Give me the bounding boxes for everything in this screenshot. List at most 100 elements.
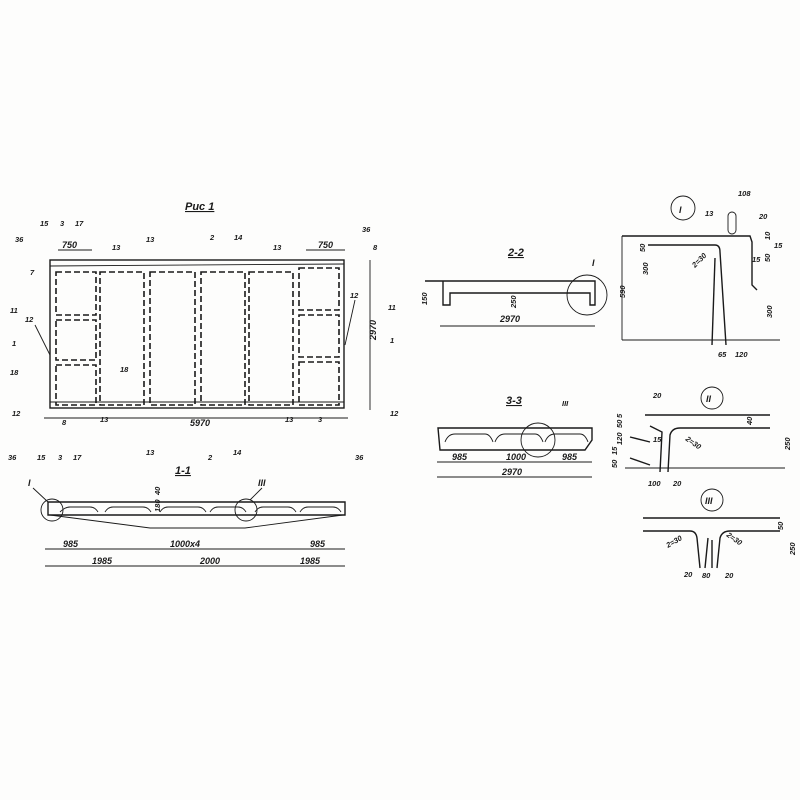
dim: 2=30 bbox=[664, 533, 685, 550]
dim: 1985 bbox=[92, 556, 113, 566]
dim: 20 bbox=[652, 391, 662, 400]
callout: 8 bbox=[62, 418, 67, 427]
callout: 8 bbox=[373, 243, 378, 252]
section-3-3: 3-3 III 985 1000 985 2970 bbox=[437, 395, 593, 478]
section-1-1: 1-1 985 1000x4 985 1985 2000 1985 180 40… bbox=[28, 465, 346, 567]
section-mark: 1 bbox=[390, 336, 394, 345]
detail-ref: III bbox=[258, 478, 266, 488]
detail-label: I bbox=[679, 205, 682, 215]
detail-III: III 50 250 2=30 2=30 20 80 20 bbox=[643, 488, 797, 580]
section-mark: 36 bbox=[362, 225, 371, 234]
section-title: 3-3 bbox=[506, 395, 522, 407]
detail-ref: I bbox=[28, 478, 31, 488]
figure-title: Рис 1 bbox=[185, 201, 214, 213]
section-mark: 36 bbox=[15, 235, 24, 244]
dim: 1985 bbox=[300, 556, 321, 566]
dim: 15 bbox=[610, 446, 619, 455]
dim: 50 bbox=[615, 419, 624, 428]
section-mark: 3 bbox=[60, 219, 65, 228]
detail-label: III bbox=[705, 496, 713, 506]
dim: 2=30 bbox=[724, 530, 744, 548]
dim: 2=30 bbox=[683, 434, 703, 452]
detail-II: II 20 40 250 5 50 120 15 15 2=30 100 20 … bbox=[610, 386, 792, 488]
dim: 50 bbox=[776, 521, 785, 530]
callout: 12 bbox=[25, 315, 34, 324]
dim: 13 bbox=[705, 209, 714, 218]
dim: 15 bbox=[774, 241, 783, 250]
section-mark: 11 bbox=[388, 303, 396, 312]
plan-width-dim: 5970 bbox=[190, 418, 210, 428]
plan-height-dim: 2970 bbox=[368, 320, 378, 341]
callout: 13 bbox=[285, 415, 294, 424]
section-mark: 17 bbox=[75, 219, 84, 228]
callout: 13 bbox=[112, 243, 121, 252]
detail-ref: I bbox=[592, 258, 595, 268]
section-mark: 18 bbox=[10, 368, 19, 377]
section-mark: 13 bbox=[146, 448, 155, 457]
dim: 985 bbox=[310, 539, 326, 549]
inner-section-mark: 18 bbox=[120, 365, 129, 374]
plan-edge-dim-right: 750 bbox=[318, 240, 333, 250]
dim: 15 bbox=[752, 255, 761, 264]
dim: 985 bbox=[562, 452, 578, 462]
section-mark: 11 bbox=[10, 306, 18, 315]
dim: 5 bbox=[615, 413, 624, 418]
section-mark: 14 bbox=[233, 448, 242, 457]
dim: 300 bbox=[641, 262, 650, 275]
section-mark: 3 bbox=[58, 453, 63, 462]
dim: 1000 bbox=[506, 452, 526, 462]
callout: 13 bbox=[100, 415, 109, 424]
dim: 985 bbox=[63, 539, 79, 549]
section-mark: 15 bbox=[37, 453, 46, 462]
dim: 250 bbox=[783, 437, 792, 451]
section-mark: 2 bbox=[209, 233, 215, 242]
section-mark: 36 bbox=[8, 453, 17, 462]
dim: 300 bbox=[765, 305, 774, 318]
dim: 150 bbox=[420, 292, 429, 305]
plan-edge-dim-left: 750 bbox=[62, 240, 77, 250]
section-title: 1-1 bbox=[175, 465, 191, 477]
section-title: 2-2 bbox=[507, 247, 524, 259]
dim: 20 bbox=[672, 479, 682, 488]
section-mark: 36 bbox=[355, 453, 364, 462]
callout: 12 bbox=[350, 291, 359, 300]
section-mark: 17 bbox=[73, 453, 82, 462]
dim: 50 bbox=[610, 459, 619, 468]
detail-ref: III bbox=[562, 399, 569, 408]
dim: 50 bbox=[638, 243, 647, 252]
dim: 15 bbox=[653, 435, 662, 444]
callout: 3 bbox=[318, 415, 323, 424]
dim: 40 bbox=[153, 486, 162, 496]
dim: 120 bbox=[735, 350, 748, 359]
section-mark: 14 bbox=[234, 233, 243, 242]
dim: 1000x4 bbox=[170, 539, 200, 549]
callout: 7 bbox=[30, 268, 35, 277]
section-2-2: 2-2 2970 150 250 I bbox=[420, 247, 608, 327]
dim: 20 bbox=[724, 571, 734, 580]
dim: 40 bbox=[745, 416, 754, 426]
dim: 2000 bbox=[199, 556, 220, 566]
dim: 100 bbox=[648, 479, 661, 488]
section-mark: 1 bbox=[12, 339, 16, 348]
dim: 2970 bbox=[499, 314, 520, 324]
dim: 65 bbox=[718, 350, 727, 359]
dim: 50 bbox=[763, 253, 772, 262]
plan-view: 5970 2970 750 750 13 13 13 13 7 8 8 3 12… bbox=[8, 219, 399, 462]
callout: 13 bbox=[273, 243, 282, 252]
dim: 2970 bbox=[501, 467, 522, 477]
dim: 20 bbox=[758, 212, 768, 221]
dim: 590 bbox=[618, 285, 627, 298]
dim: 250 bbox=[509, 295, 518, 309]
plan-outline bbox=[49, 259, 345, 409]
dim: 108 bbox=[738, 189, 751, 198]
section-mark: 2 bbox=[207, 453, 213, 462]
section-mark: 15 bbox=[40, 219, 49, 228]
dim: 985 bbox=[452, 452, 468, 462]
detail-I: I 108 13 20 50 300 590 2=30 300 65 120 1… bbox=[618, 189, 783, 359]
dim: 250 bbox=[788, 542, 797, 556]
section-mark: 12 bbox=[390, 409, 399, 418]
dim: 10 bbox=[763, 231, 772, 240]
section-mark: 13 bbox=[146, 235, 155, 244]
